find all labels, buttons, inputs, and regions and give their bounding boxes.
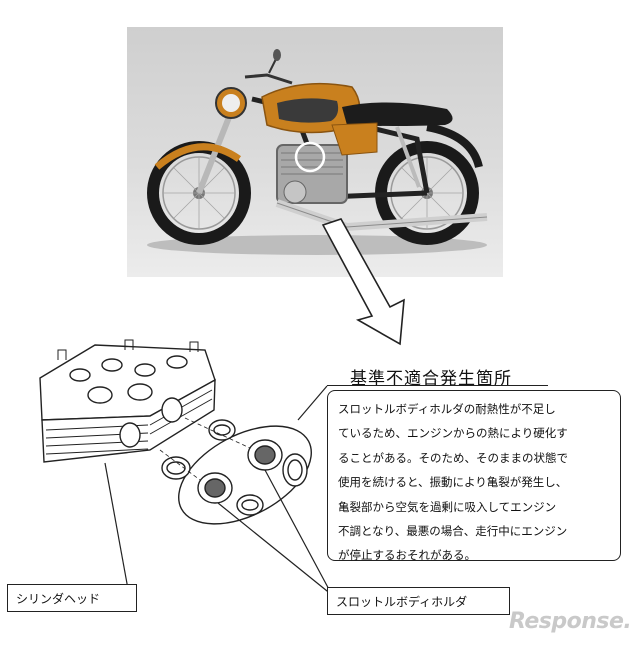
defect-description-box: スロットルボディホルダの耐熱性が不足し ているため、エンジンからの熱により硬化す… bbox=[327, 390, 621, 562]
hose-clamps bbox=[161, 419, 308, 516]
description-line: 亀裂部から空気を過剰に吸入してエンジン bbox=[338, 499, 557, 514]
heading-underline bbox=[327, 385, 548, 386]
description-line: 使用を続けると、振動により亀裂が発生し、 bbox=[338, 475, 568, 490]
throttle-body-holders bbox=[197, 439, 283, 504]
throttle-body-holder-label: スロットルボディホルダ bbox=[327, 587, 510, 615]
response-watermark: Response. bbox=[509, 609, 632, 634]
defect-location-heading: 基準不適合発生箇所 bbox=[350, 369, 512, 389]
description-line: ることがある。そのため、そのままの状態で bbox=[338, 450, 568, 465]
description-line: 不調となり、最悪の場合、走行中にエンジン bbox=[338, 523, 568, 538]
callout-arrow bbox=[321, 218, 405, 346]
motorcycle-photo bbox=[127, 27, 503, 277]
cylinder-head-label: シリンダヘッド bbox=[7, 584, 137, 612]
description-line: スロットルボディホルダの耐熱性が不足し bbox=[338, 402, 556, 416]
cylinder-head-drawing bbox=[39, 339, 216, 463]
description-line: が停止するおそれがある。 bbox=[338, 548, 476, 563]
description-line: ているため、エンジンからの熱により硬化す bbox=[338, 426, 568, 441]
